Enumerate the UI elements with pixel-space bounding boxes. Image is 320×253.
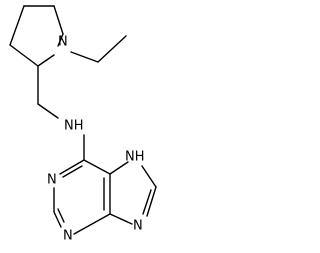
bond-c6-n1 bbox=[59, 159, 85, 175]
bond-n1-ch2 bbox=[70, 51, 99, 63]
bond-n3-c4 bbox=[73, 213, 111, 235]
bond-n9-c4 bbox=[109, 213, 133, 225]
bond-n1-c2 bbox=[37, 54, 55, 67]
pyrimidine-ring bbox=[53, 159, 111, 235]
amine-nh-label: NH bbox=[64, 119, 84, 134]
bond-c2-c1 bbox=[9, 44, 39, 67]
imidazole-n9-label: N bbox=[133, 219, 143, 234]
pyrrolidine-nitrogen-label: N bbox=[58, 35, 68, 50]
bond-ch2-nh bbox=[37, 103, 59, 119]
bond-c1-c3 bbox=[9, 5, 25, 46]
pyrrolidine-ring bbox=[9, 5, 64, 67]
purine-n3-label: N bbox=[63, 229, 73, 244]
bond-c2-n3 bbox=[53, 211, 62, 228]
bond-ch2-ch3 bbox=[97, 35, 127, 63]
imidazole-n7h-label: NH bbox=[125, 150, 145, 165]
atom-labels: N NH N N NH N bbox=[47, 35, 145, 244]
bond-c4-c5 bbox=[53, 5, 64, 35]
bond-c5-n1 bbox=[57, 33, 64, 47]
bond-c5-n7 bbox=[109, 161, 129, 175]
bond-c2-n3-double bbox=[57, 208, 65, 223]
bond-c8-n9-double bbox=[142, 189, 152, 215]
bond-c8-n9 bbox=[146, 186, 157, 217]
purine-n1-label: N bbox=[47, 173, 57, 188]
imidazole-ring bbox=[109, 161, 157, 225]
chemical-structure: N NH N N NH N bbox=[9, 5, 157, 244]
bond-n7-c8 bbox=[141, 165, 157, 188]
methylene-linker bbox=[37, 65, 59, 119]
bond-c5-c6 bbox=[83, 159, 111, 175]
ethyl-group bbox=[70, 35, 127, 63]
bond-c6-n1-double bbox=[62, 165, 83, 178]
